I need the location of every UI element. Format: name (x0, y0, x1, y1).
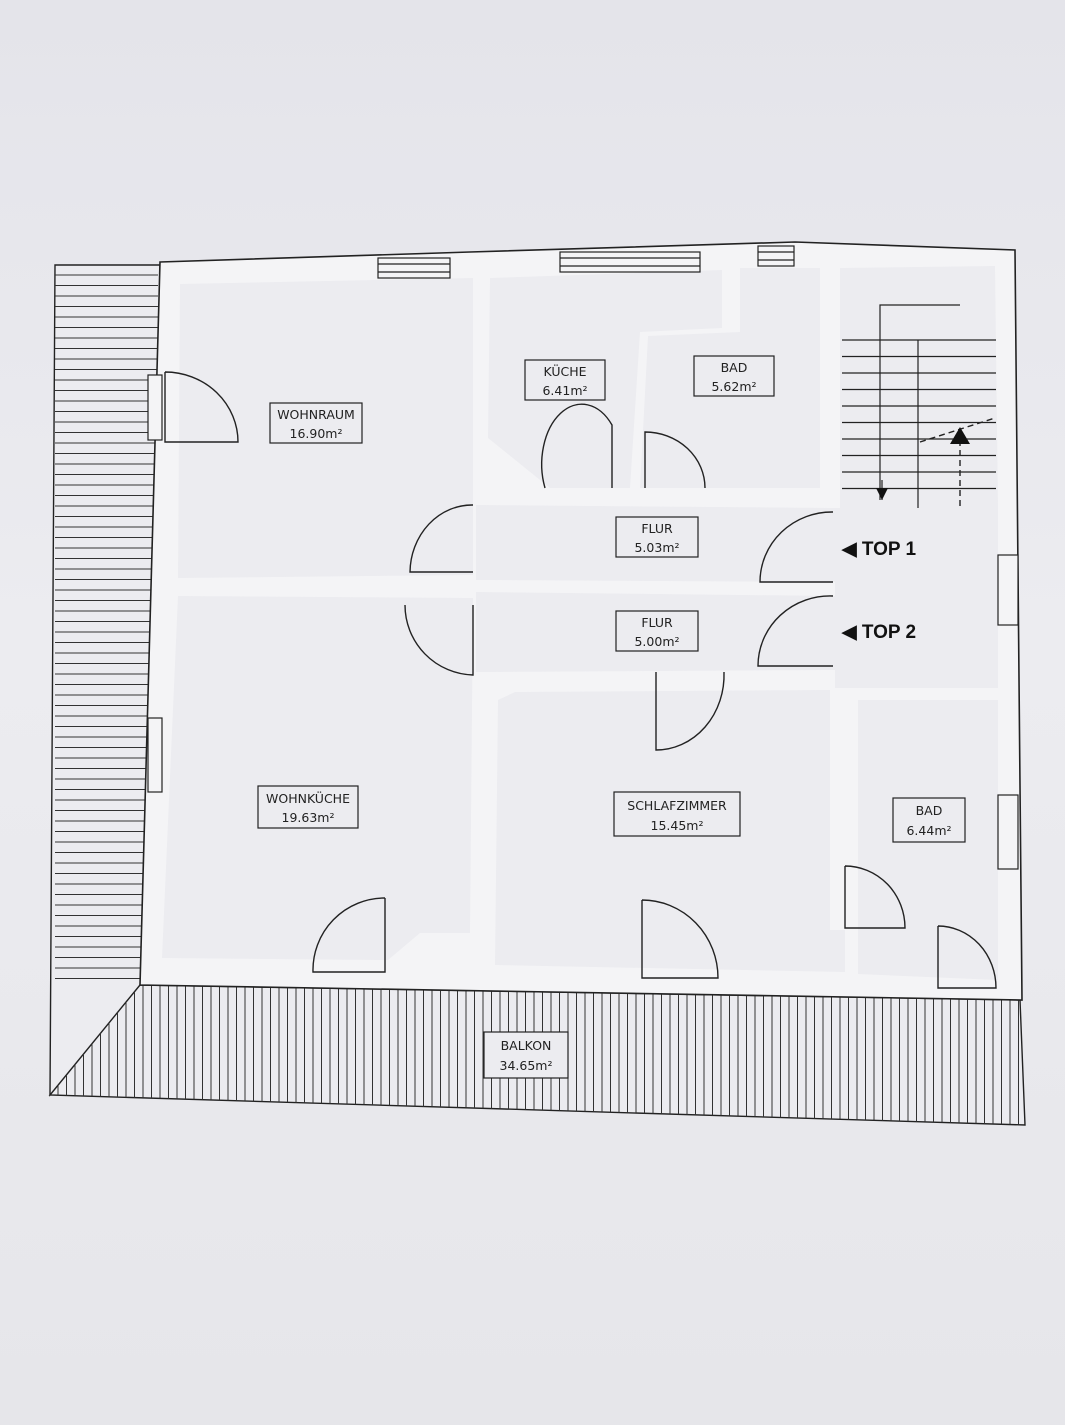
bad1-area-text: 5.62m² (711, 379, 756, 394)
label-flur2: FLUR 5.00m² (615, 610, 699, 652)
door-wohnkueche-balkon (312, 897, 386, 973)
door-wohnraum-exterior (164, 371, 239, 443)
stair-arrow-down (876, 488, 888, 500)
door-schlafzimmer (655, 671, 725, 751)
wohnraum-area (178, 278, 473, 578)
balkon-name: BALKON (501, 1038, 552, 1053)
door-schlafzimmer-balkon (641, 899, 719, 979)
label-kueche: KÜCHE 6.41m² (524, 359, 606, 401)
door-wohnkueche-flur (404, 604, 474, 676)
door-kueche (541, 403, 613, 489)
wohnraum-name: WOHNRAUM (277, 407, 355, 422)
entrance-top1-label: ◀ TOP 1 (841, 539, 917, 560)
window-top-3 (757, 245, 795, 267)
window-right-2 (997, 794, 1019, 870)
bad1-name: BAD (721, 360, 748, 375)
window-left-1 (147, 374, 163, 441)
bad1-area (640, 268, 820, 488)
flur1-name: FLUR (641, 521, 673, 536)
staircase (842, 304, 996, 510)
flur1-area (476, 505, 835, 582)
wohnraum-area-text: 16.90m² (290, 426, 343, 441)
schlafzimmer-area-text: 15.45m² (651, 818, 704, 833)
wohnkueche-name: WOHNKÜCHE (266, 790, 350, 806)
wohnkueche-area-text: 19.63m² (282, 810, 335, 825)
door-bad2-inner (844, 865, 906, 929)
label-schlafzimmer: SCHLAFZIMMER 15.45m² (613, 791, 741, 837)
landing-area (835, 508, 998, 688)
label-balkon: BALKON 34.65m² (483, 1031, 569, 1079)
flur1-area-text: 5.03m² (634, 540, 679, 555)
label-bad2: BAD 6.44m² (892, 797, 966, 843)
windows (147, 245, 1019, 870)
left-terrace (49, 264, 161, 1097)
flur2-name: FLUR (641, 615, 673, 630)
label-bad1: BAD 5.62m² (693, 355, 775, 397)
label-wohnraum: WOHNRAUM 16.90m² (269, 402, 363, 444)
label-flur1: FLUR 5.03m² (615, 516, 699, 558)
bad2-area (858, 700, 998, 980)
kueche-name: KÜCHE (543, 363, 586, 379)
wohnkueche-area (162, 596, 473, 960)
door-top1 (759, 511, 834, 583)
stair-treads (842, 339, 996, 490)
door-bad2-balkon (937, 925, 997, 989)
window-top-2 (559, 251, 701, 273)
flur2-area-text: 5.00m² (634, 634, 679, 649)
window-top-1 (377, 257, 451, 279)
bad2-area-text: 6.44m² (906, 823, 951, 838)
stair-arrow-up (950, 427, 970, 444)
doors (164, 371, 997, 989)
kueche-area-text: 6.41m² (542, 383, 587, 398)
balkon-area-text: 34.65m² (500, 1058, 553, 1073)
bad2-name: BAD (916, 803, 943, 818)
door-top2 (757, 595, 834, 667)
entrance-top2-label: ◀ TOP 2 (841, 622, 916, 643)
flur2-area (476, 592, 835, 672)
schlafzimmer-name: SCHLAFZIMMER (627, 798, 727, 813)
window-left-2 (147, 717, 163, 793)
window-right-1 (997, 554, 1019, 626)
door-bad1 (644, 431, 706, 489)
door-wohnraum-flur (409, 504, 474, 573)
label-wohnkueche: WOHNKÜCHE 19.63m² (257, 785, 359, 829)
schlafzimmer-area (495, 690, 845, 972)
stair-rail-left (879, 304, 960, 500)
stair-cut-line (919, 417, 996, 443)
